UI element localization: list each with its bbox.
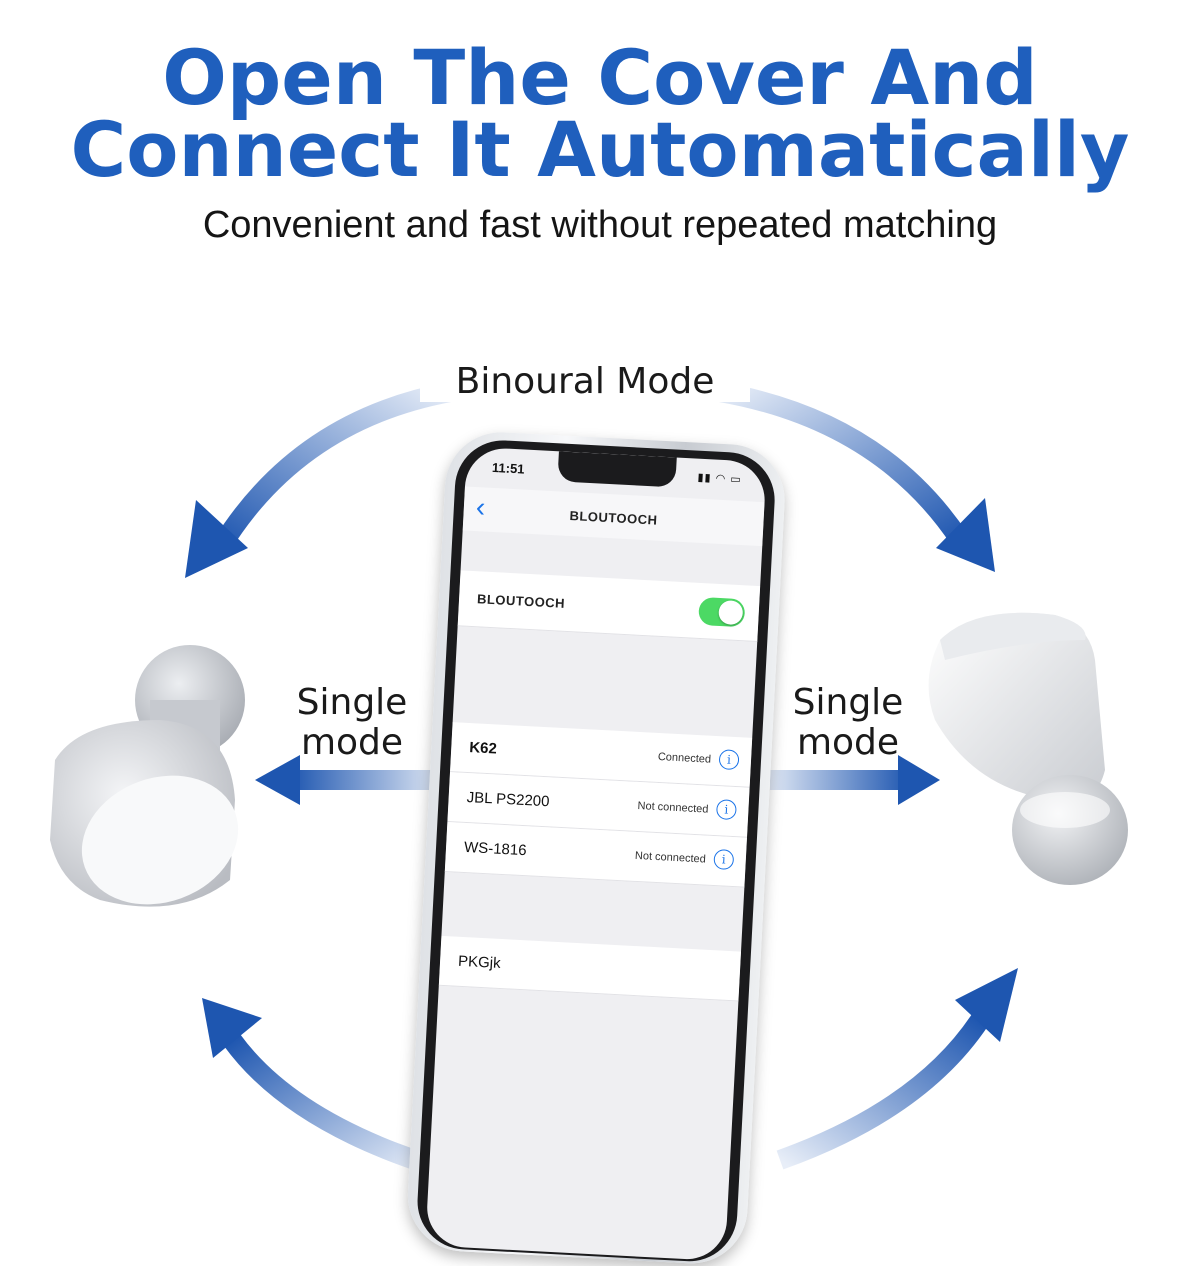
right-earbud-image bbox=[928, 612, 1128, 885]
status-icons: ▮▮ ◠ ▭ bbox=[697, 471, 743, 486]
phone-screen: 11:51 ▮▮ ◠ ▭ ‹ BLOUTOOCH BLOUTOOCH K62 C… bbox=[425, 446, 767, 1262]
phone-notch bbox=[557, 451, 677, 488]
device-name: K62 bbox=[468, 739, 498, 758]
single-mode-label-left: Single mode bbox=[272, 683, 432, 762]
arrowhead-top-right bbox=[936, 498, 995, 572]
nav-title: BLOUTOOCH bbox=[569, 508, 658, 528]
status-time: 11:51 bbox=[491, 459, 525, 477]
bluetooth-label: BLOUTOOCH bbox=[476, 591, 566, 611]
single-mode-label-right: Single mode bbox=[768, 683, 928, 762]
device-status: Not connected bbox=[637, 799, 709, 816]
mode-arrows bbox=[185, 382, 1018, 1175]
arrowhead-right bbox=[898, 755, 940, 805]
left-earbud-image bbox=[50, 645, 245, 907]
arrowhead-left bbox=[255, 755, 300, 805]
arrow-shaft-right bbox=[770, 770, 910, 790]
device-name: JBL PS2200 bbox=[466, 789, 550, 811]
device-name: WS-1816 bbox=[463, 838, 527, 860]
bluetooth-toggle[interactable] bbox=[698, 596, 746, 628]
arc-top-right bbox=[718, 382, 969, 546]
toggle-knob bbox=[718, 599, 744, 626]
arrowhead-top-left bbox=[185, 500, 248, 578]
product-banner: Open The Cover And Connect It Automatica… bbox=[50, 33, 1130, 1266]
headline-line-2: Connect It Automatically bbox=[70, 105, 1130, 194]
info-icon[interactable]: i bbox=[718, 749, 740, 771]
arrowhead-bottom-right bbox=[955, 968, 1018, 1042]
subtitle: Convenient and fast without repeated mat… bbox=[202, 204, 998, 246]
binaural-mode-label: Binoural Mode bbox=[420, 362, 750, 402]
single-mode-left-line2: mode bbox=[300, 721, 404, 763]
arrow-shaft-left bbox=[290, 770, 440, 790]
info-icon[interactable]: i bbox=[715, 799, 737, 821]
nav-bar: ‹ BLOUTOOCH bbox=[462, 486, 765, 547]
headline-line-1: Open The Cover And bbox=[162, 33, 1038, 122]
single-mode-right-line1: Single bbox=[792, 682, 904, 723]
device-status: Not connected bbox=[634, 849, 707, 866]
arrowhead-bottom-left bbox=[202, 998, 262, 1058]
single-mode-right-line2: mode bbox=[796, 721, 900, 763]
other-device-name: PKGjk bbox=[457, 952, 502, 972]
arc-bottom-right bbox=[776, 1014, 989, 1170]
info-icon[interactable]: i bbox=[713, 849, 735, 871]
arc-bottom-left bbox=[223, 1034, 434, 1175]
bluetooth-toggle-row: BLOUTOOCH bbox=[457, 570, 761, 642]
other-device-row[interactable]: PKGjk bbox=[438, 935, 742, 1002]
smartphone: 11:51 ▮▮ ◠ ▭ ‹ BLOUTOOCH BLOUTOOCH K62 C… bbox=[405, 429, 788, 1266]
single-mode-left-line1: Single bbox=[296, 682, 408, 723]
arc-top-left bbox=[213, 382, 452, 551]
device-status: Connected bbox=[657, 750, 712, 766]
